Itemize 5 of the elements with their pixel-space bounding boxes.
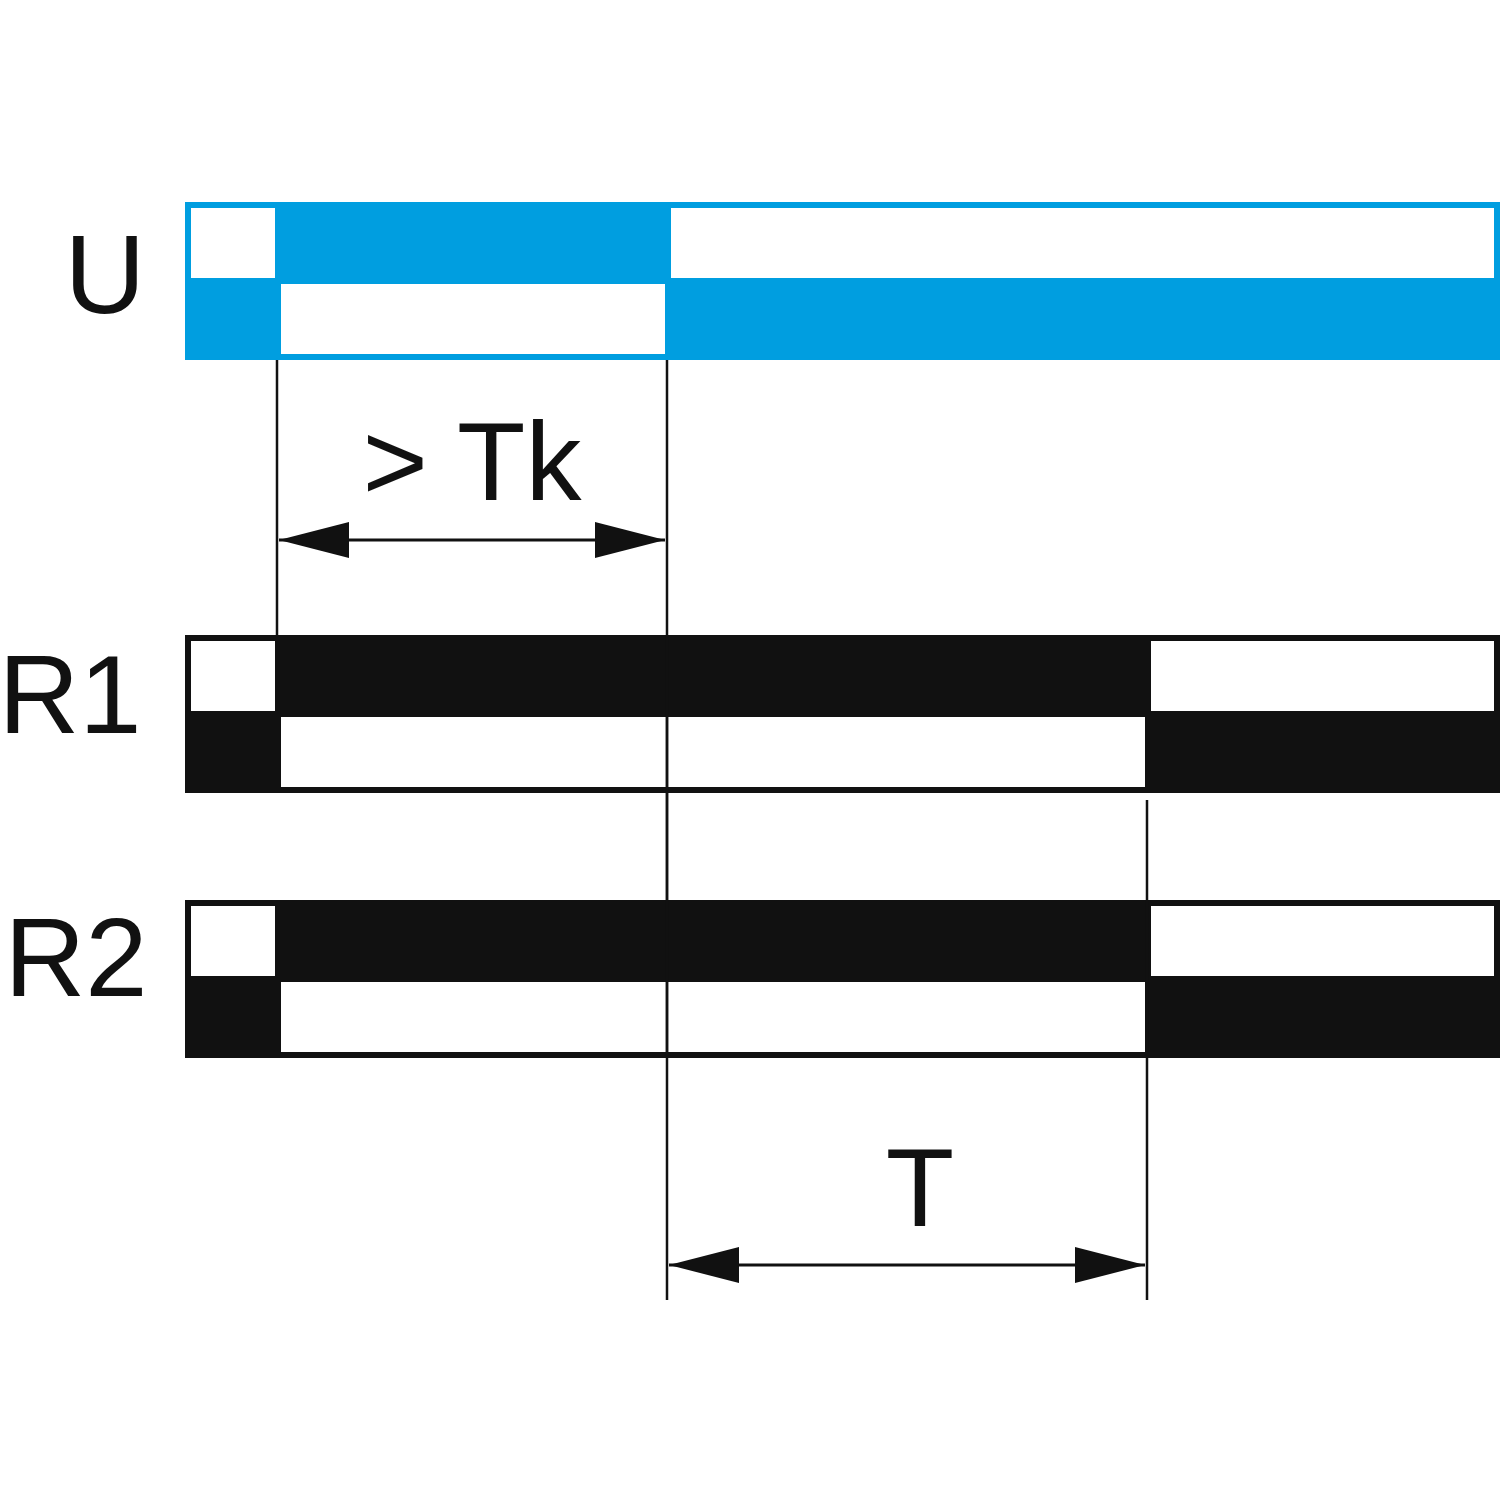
signal-label: R2 [4, 902, 148, 1014]
duration-label: > Tk [362, 406, 582, 518]
signal-label: U [64, 219, 146, 331]
duration-label: T [885, 1132, 955, 1244]
signal-label: R1 [0, 639, 142, 751]
